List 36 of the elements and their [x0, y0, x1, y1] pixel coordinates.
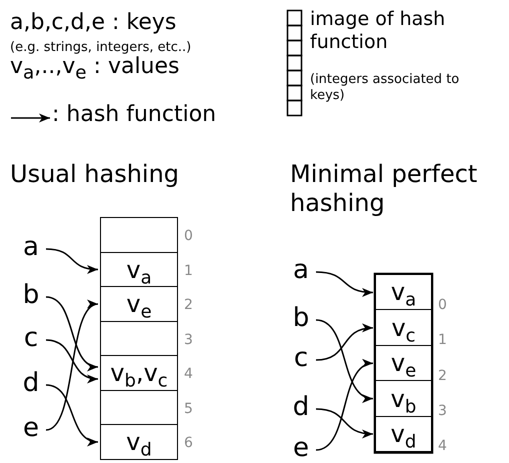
legend-text: v$_{a}$,..,v$_{e}$ : values — [10, 54, 180, 80]
index-number: 1 — [184, 264, 193, 278]
key-letter: b — [290, 303, 312, 333]
legend-note: (e.g. strings, integers, etc..) — [10, 40, 192, 56]
index-number: 3 — [438, 404, 447, 418]
index-number: 2 — [438, 368, 447, 383]
index-number: 4 — [184, 367, 193, 381]
index-number: 1 — [438, 333, 447, 348]
index-number: 0 — [438, 298, 447, 312]
index-number: 0 — [184, 229, 193, 243]
hash-arrow — [316, 408, 374, 438]
index-number: 3 — [184, 332, 193, 346]
key-letter: e — [290, 433, 312, 463]
key-letter: c — [290, 343, 312, 373]
index-number: 5 — [184, 402, 193, 416]
section-heading: Usual hashing — [10, 160, 180, 189]
index-number: 6 — [184, 436, 193, 450]
index-number: 2 — [184, 298, 193, 312]
hash-arrow — [316, 319, 374, 401]
hash-arrow — [316, 271, 374, 296]
legend-note: (integers associated to keys) — [310, 72, 460, 104]
section-heading: Minimal perfect hashing — [290, 160, 478, 218]
legend-text: image of hash function — [310, 8, 446, 54]
legend-text: a,b,c,d,e : keys — [10, 10, 178, 36]
hash-arrow — [316, 361, 374, 451]
key-letter: c — [20, 323, 42, 353]
index-number: 4 — [438, 439, 447, 454]
key-letter: b — [20, 280, 42, 310]
key-letter: d — [290, 392, 312, 422]
key-letter: d — [20, 368, 42, 398]
hash-arrow — [316, 324, 374, 361]
key-letter: e — [20, 413, 42, 443]
key-letter: a — [290, 255, 312, 285]
legend-text: : hash function — [52, 102, 218, 128]
hash-arrow — [46, 248, 98, 274]
key-letter: a — [20, 232, 42, 262]
